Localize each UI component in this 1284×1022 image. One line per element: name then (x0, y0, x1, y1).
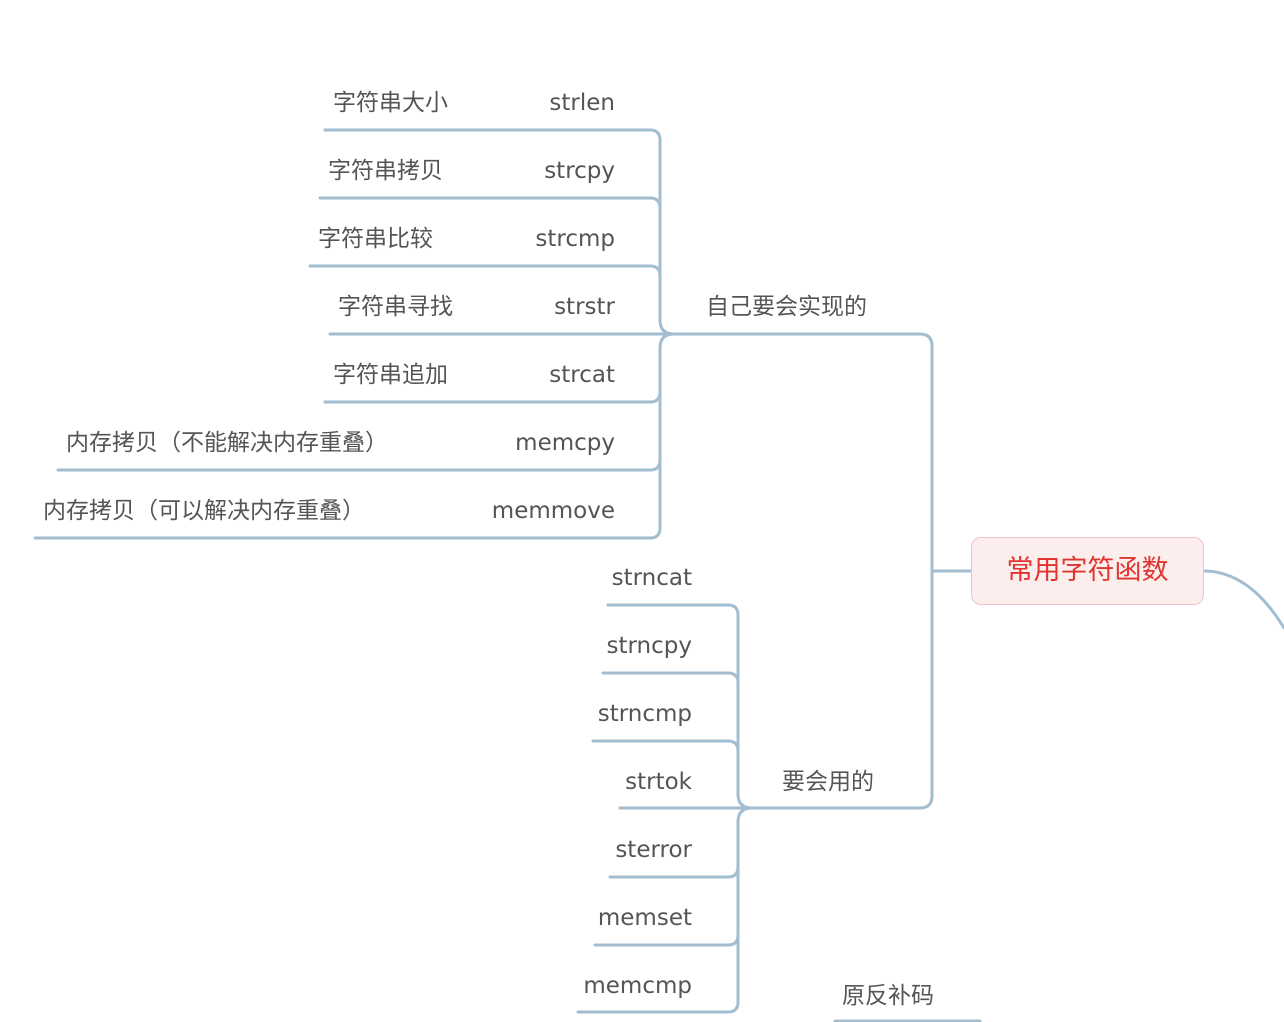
implement-item-func[interactable]: strcpy (544, 158, 615, 184)
implement-item-name[interactable]: 字符串比较 (318, 226, 433, 252)
implement-item-name[interactable]: 字符串寻找 (338, 294, 453, 320)
use-item[interactable]: sterror (615, 837, 692, 863)
use-item[interactable]: strtok (625, 769, 692, 795)
implement-item-func[interactable]: strcmp (535, 226, 615, 252)
connector-strcpy (318, 196, 662, 322)
branch-other-label[interactable]: 原反补码 (842, 983, 934, 1009)
use-item[interactable]: memset (597, 905, 692, 931)
connector-use (736, 569, 934, 810)
branch-use-label[interactable]: 要会用的 (782, 769, 874, 795)
use-item[interactable]: memcmp (583, 973, 692, 999)
implement-item-func[interactable]: strcat (549, 362, 615, 388)
implement-item-func[interactable]: strlen (549, 90, 615, 116)
branch-implement-label[interactable]: 自己要会实现的 (706, 294, 867, 320)
implement-item-name[interactable]: 字符串追加 (333, 362, 448, 388)
implement-item-func[interactable]: memmove (491, 498, 615, 524)
implement-item-func[interactable]: memcpy (515, 430, 615, 456)
connector-memcmp (576, 820, 740, 1014)
root-label: 常用字符函数 (1006, 555, 1169, 586)
use-item[interactable]: strncpy (606, 633, 693, 659)
connector-strncpy (601, 671, 740, 796)
connector-strlen (323, 128, 676, 336)
implement-item-name[interactable]: 字符串大小 (333, 90, 448, 116)
implement-item-name[interactable]: 字符串拷贝 (328, 158, 443, 184)
implement-item-name[interactable]: 内存拷贝（不能解决内存重叠） (66, 430, 388, 456)
connector-root-right (1203, 569, 1284, 630)
connector-strcmp (308, 264, 662, 322)
use-item[interactable]: strncat (611, 565, 692, 591)
root-node[interactable]: 常用字符函数 (971, 537, 1204, 605)
connector-implement (658, 332, 934, 573)
connector-memmove (33, 346, 662, 540)
connector-strncat (606, 603, 754, 810)
use-item[interactable]: strncmp (597, 701, 692, 727)
connector-strncmp (591, 739, 740, 796)
implement-item-func[interactable]: strstr (554, 294, 615, 320)
implement-item-name[interactable]: 内存拷贝（可以解决内存重叠） (43, 498, 365, 524)
